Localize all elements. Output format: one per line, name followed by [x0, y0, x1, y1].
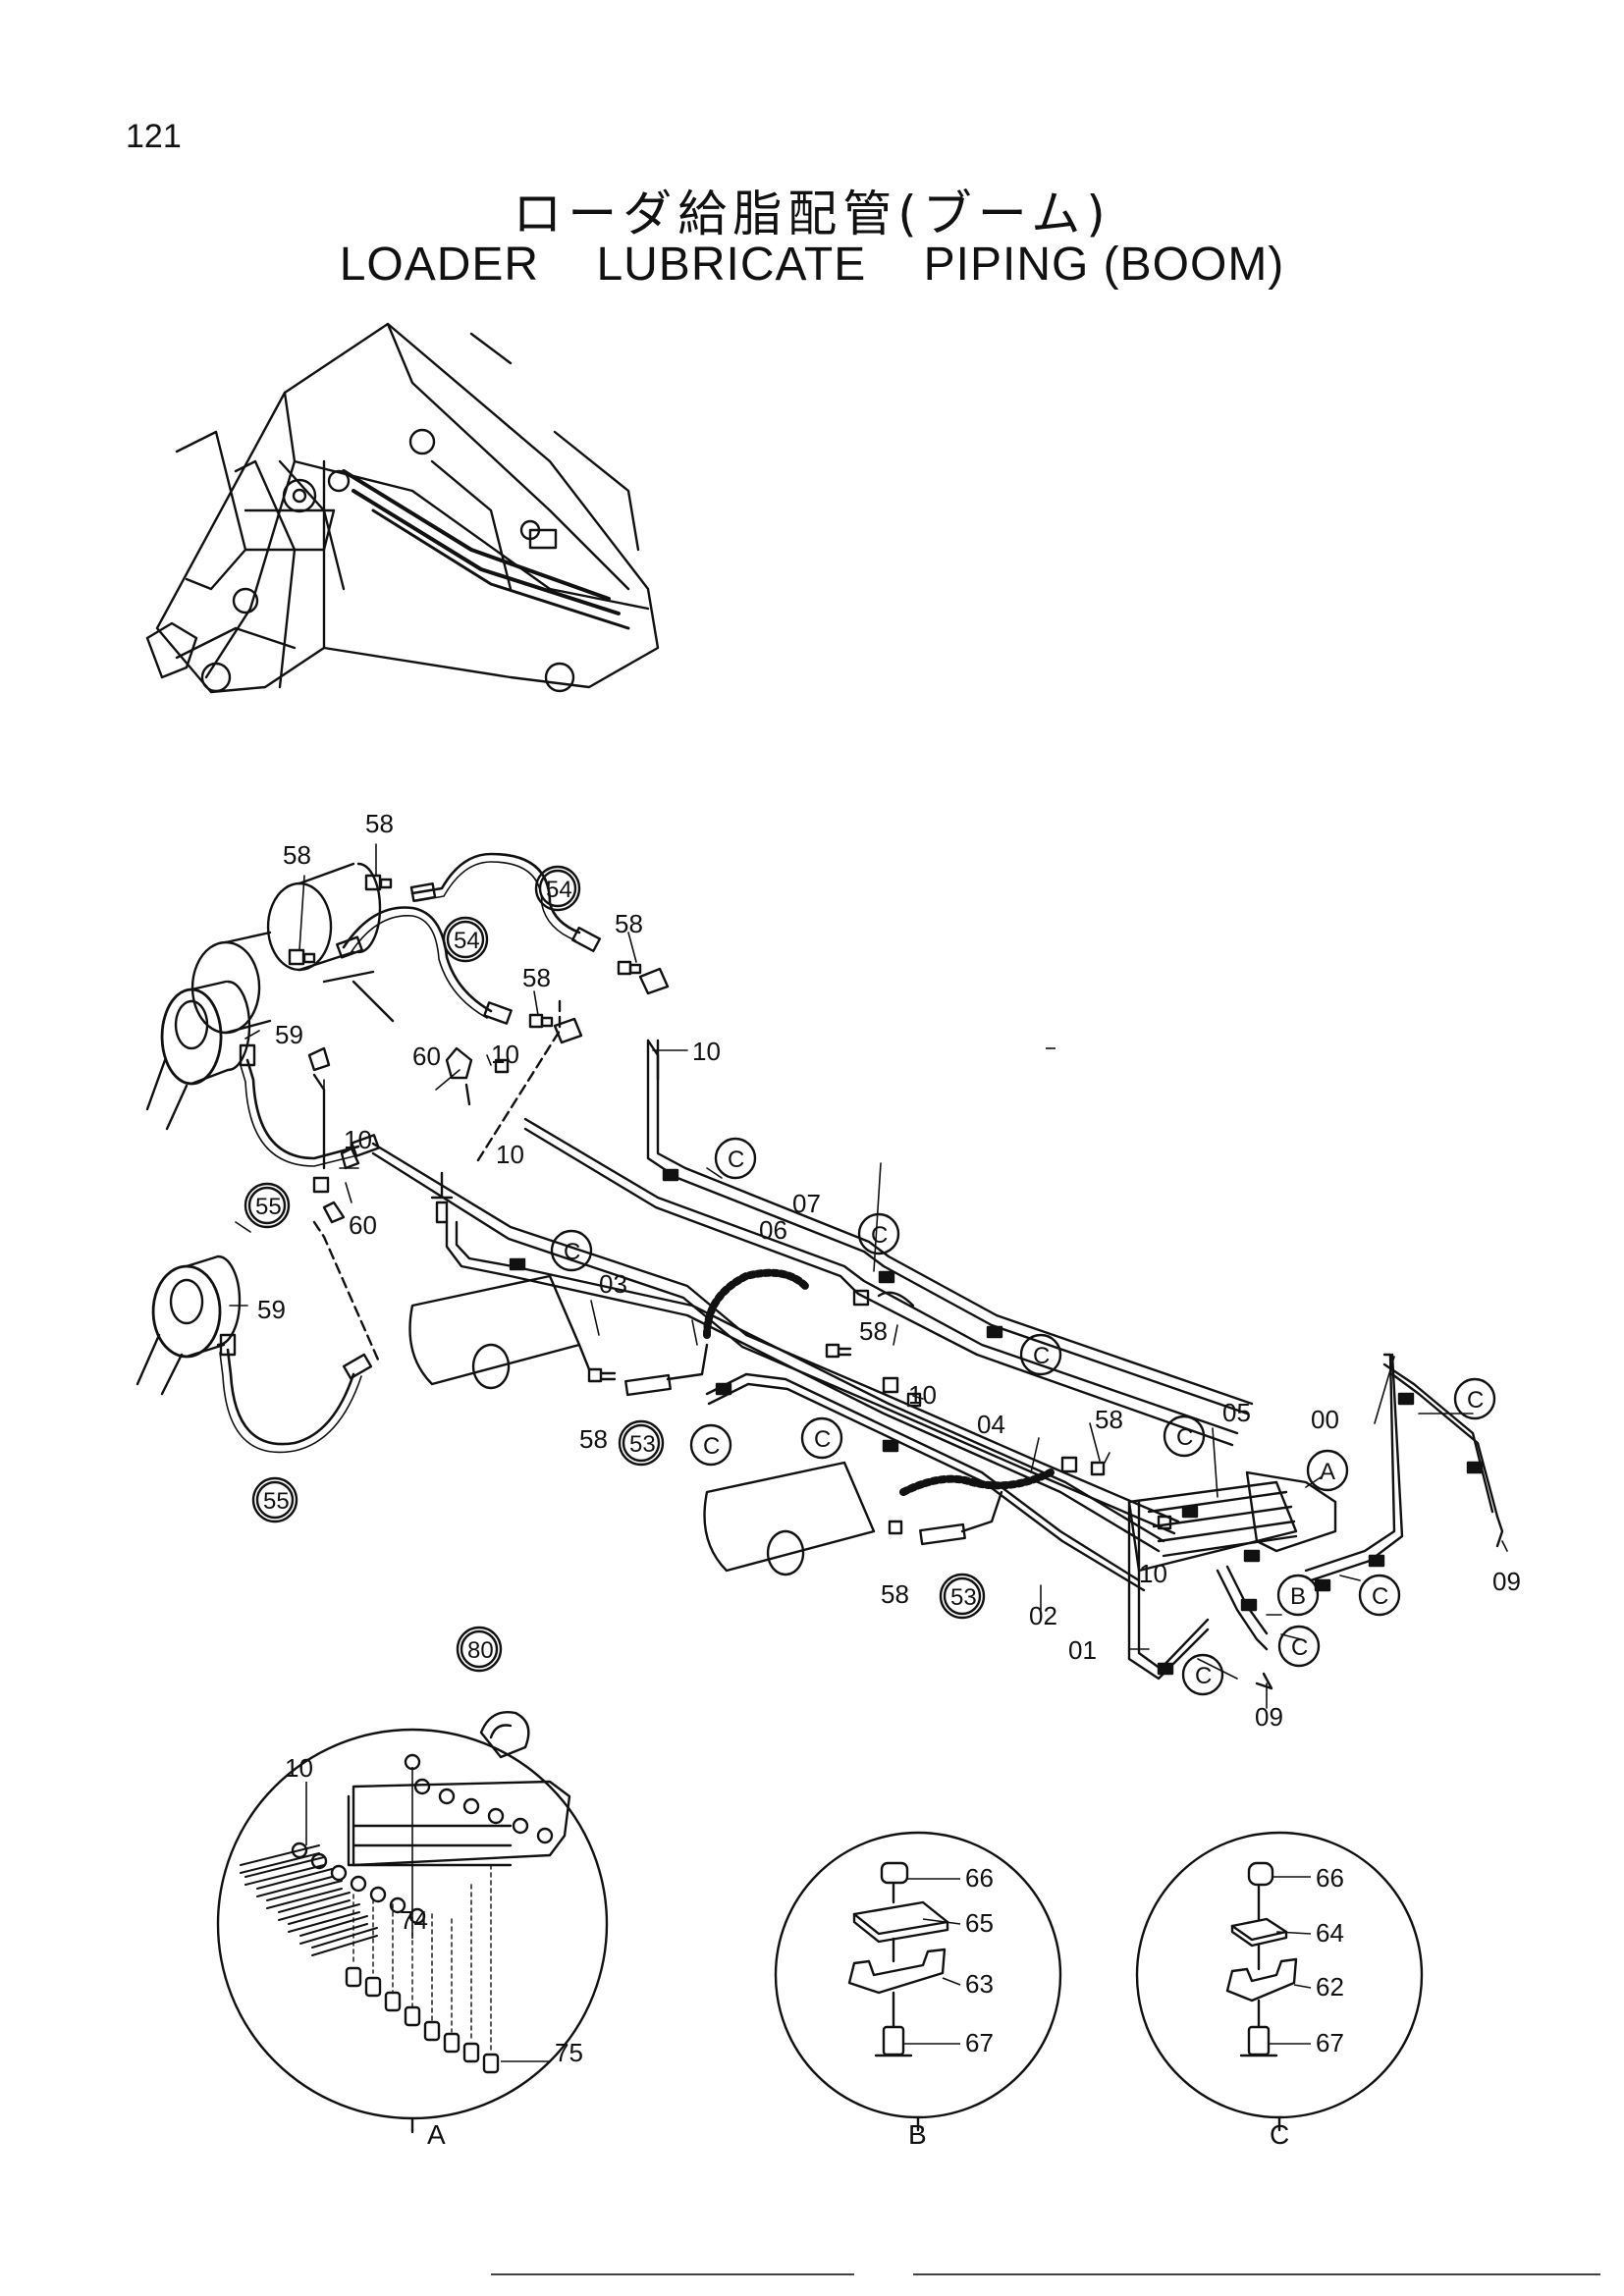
- callout-c: C: [1033, 1343, 1050, 1369]
- callout-58: 58: [522, 963, 551, 992]
- callout-c: C: [703, 1433, 720, 1460]
- callout-c: C: [1372, 1583, 1388, 1610]
- callout-67: 67: [965, 2028, 994, 2057]
- callout-c: C: [814, 1426, 831, 1453]
- callout-58: 58: [579, 1424, 608, 1454]
- callout-66: 66: [1316, 1863, 1344, 1893]
- callout-55: 55: [263, 1488, 290, 1515]
- callout-10: 10: [496, 1140, 524, 1169]
- callout-54: 54: [546, 877, 572, 903]
- callout-c: C: [564, 1239, 580, 1265]
- title-word-3: PIPING (BOOM): [923, 239, 1285, 291]
- callout-54: 54: [454, 928, 480, 954]
- callout-10: 10: [491, 1040, 519, 1069]
- callout-60: 60: [412, 1041, 441, 1071]
- callout-53: 53: [629, 1431, 656, 1458]
- callout-66: 66: [965, 1863, 994, 1893]
- callout-c: C: [1176, 1424, 1193, 1451]
- callout-63: 63: [965, 1969, 994, 1999]
- callout-03: 03: [599, 1269, 627, 1299]
- callout-07: 07: [792, 1189, 821, 1218]
- callout-c: C: [871, 1222, 888, 1249]
- footer-rule-right: [913, 2273, 1600, 2275]
- title-word-1: LOADER: [339, 239, 540, 291]
- callout-74: 74: [400, 1905, 428, 1935]
- callout-67: 67: [1316, 2028, 1344, 2057]
- callout-62: 62: [1316, 1972, 1344, 2002]
- callout-10: 10: [692, 1037, 721, 1066]
- callout-75: 75: [555, 2038, 583, 2067]
- callout-leaders: [229, 843, 1508, 1709]
- detail-a: [216, 1711, 609, 2134]
- callout-c: C: [728, 1147, 744, 1173]
- callout-06: 06: [759, 1215, 787, 1245]
- circled-callouts: 54 54 55 55 53 53 80 C C C C C C C C A C…: [244, 865, 1496, 1696]
- detail-label-b: B: [908, 2119, 927, 2150]
- callout-01: 01: [1068, 1635, 1097, 1665]
- callout-04: 04: [977, 1410, 1005, 1439]
- callout-02: 02: [1029, 1601, 1057, 1630]
- callout-b: B: [1290, 1583, 1306, 1610]
- callout-c: C: [1195, 1663, 1212, 1689]
- callout-58: 58: [615, 909, 643, 938]
- page-number: 121: [126, 118, 182, 155]
- callout-80: 80: [467, 1637, 494, 1664]
- callout-58: 58: [365, 809, 394, 838]
- callout-59: 59: [275, 1020, 303, 1049]
- callout-00: 00: [1311, 1405, 1339, 1434]
- callout-05: 05: [1222, 1398, 1251, 1427]
- title-word-2: LUBRICATE: [596, 239, 867, 291]
- piping-assembly: [135, 852, 1504, 1690]
- callout-c: C: [1467, 1387, 1484, 1414]
- callout-09: 09: [1492, 1567, 1521, 1596]
- callout-60: 60: [349, 1210, 377, 1240]
- callout-labels: 58 58 59 58 58 10 60 10 10 10 60 59 06 0…: [257, 809, 1521, 2150]
- detail-b: [774, 1831, 1062, 2132]
- callout-c: C: [1291, 1634, 1308, 1661]
- callout-58: 58: [283, 840, 311, 870]
- callout-09: 09: [1255, 1702, 1283, 1732]
- callout-65: 65: [965, 1908, 994, 1938]
- detail-leaders: [305, 1047, 1312, 2062]
- detail-label-a: A: [427, 2119, 446, 2150]
- detail-label-c: C: [1270, 2119, 1289, 2150]
- title-japanese: ローダ給脂配管(ブーム): [513, 186, 1111, 242]
- boom-overview-illustration: [145, 322, 660, 694]
- callout-10: 10: [285, 1753, 313, 1783]
- callout-55: 55: [255, 1194, 282, 1220]
- callout-10: 10: [344, 1125, 372, 1154]
- callout-10: 10: [908, 1380, 937, 1410]
- callout-58: 58: [1095, 1405, 1123, 1434]
- title-english: LOADER LUBRICATE PIPING (BOOM): [0, 238, 1624, 292]
- footer-rule-left: [491, 2273, 854, 2275]
- callout-10: 10: [1139, 1559, 1167, 1588]
- callout-64: 64: [1316, 1918, 1344, 1948]
- callout-53: 53: [950, 1584, 977, 1611]
- callout-59: 59: [257, 1295, 286, 1324]
- callout-58: 58: [859, 1316, 888, 1346]
- callout-a: A: [1320, 1459, 1335, 1485]
- callout-58: 58: [881, 1579, 909, 1609]
